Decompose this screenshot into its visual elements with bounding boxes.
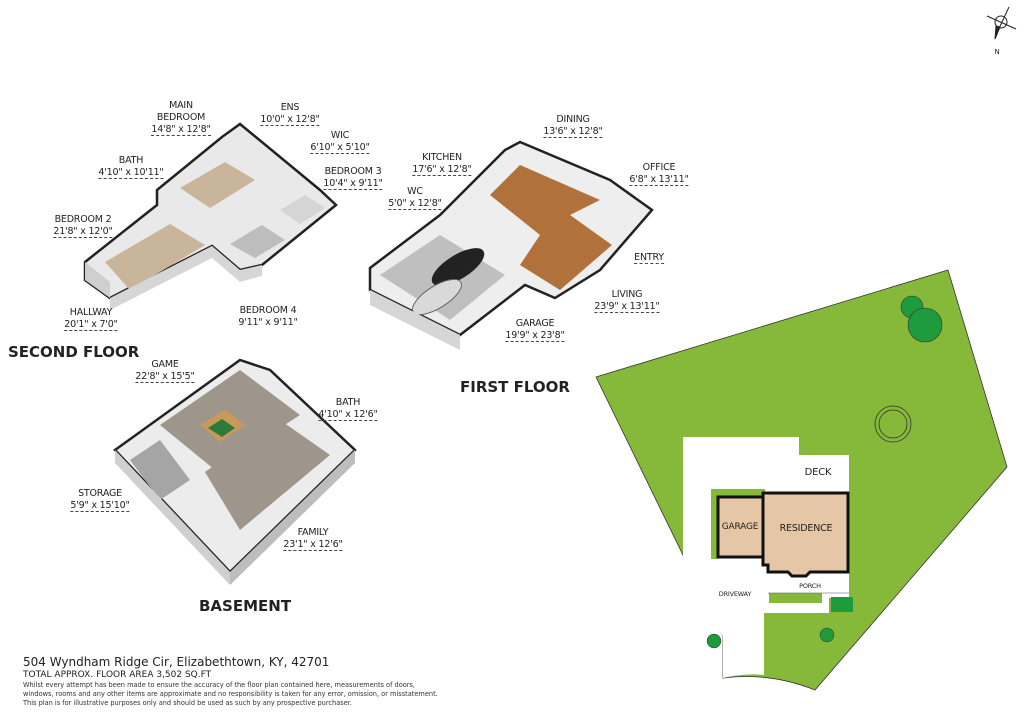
site-residence-label: RESIDENCE <box>779 523 833 534</box>
site-garage-label: GARAGE <box>721 522 759 532</box>
site-deck-label: DECK <box>804 467 832 478</box>
second-floor-title: SECOND FLOOR <box>8 343 140 361</box>
site-driveway-label: DRIVEWAY <box>718 590 752 598</box>
site-porch-label: PORCH <box>799 582 821 590</box>
first-floor-plan <box>368 140 654 350</box>
north-compass-icon <box>986 6 1017 40</box>
second-floor-plan <box>83 122 338 310</box>
site-plan <box>595 269 1008 691</box>
property-address: 504 Wyndham Ridge Cir, Elizabethtown, KY… <box>23 655 330 669</box>
disclaimer-line: Whilst every attempt has been made to en… <box>23 681 416 689</box>
room-label-entry: ENTRY <box>634 252 664 264</box>
compass-north-label: N <box>994 48 1000 56</box>
first-floor-title: FIRST FLOOR <box>460 378 570 396</box>
basement-title: BASEMENT <box>199 597 292 615</box>
basement-plan <box>113 358 357 585</box>
total-floor-area: TOTAL APPROX. FLOOR AREA 3,502 SQ.FT <box>23 670 212 680</box>
disclaimer-line: This plan is for illustrative purposes o… <box>23 699 352 707</box>
disclaimer-line: windows, rooms and any other items are a… <box>23 690 438 698</box>
